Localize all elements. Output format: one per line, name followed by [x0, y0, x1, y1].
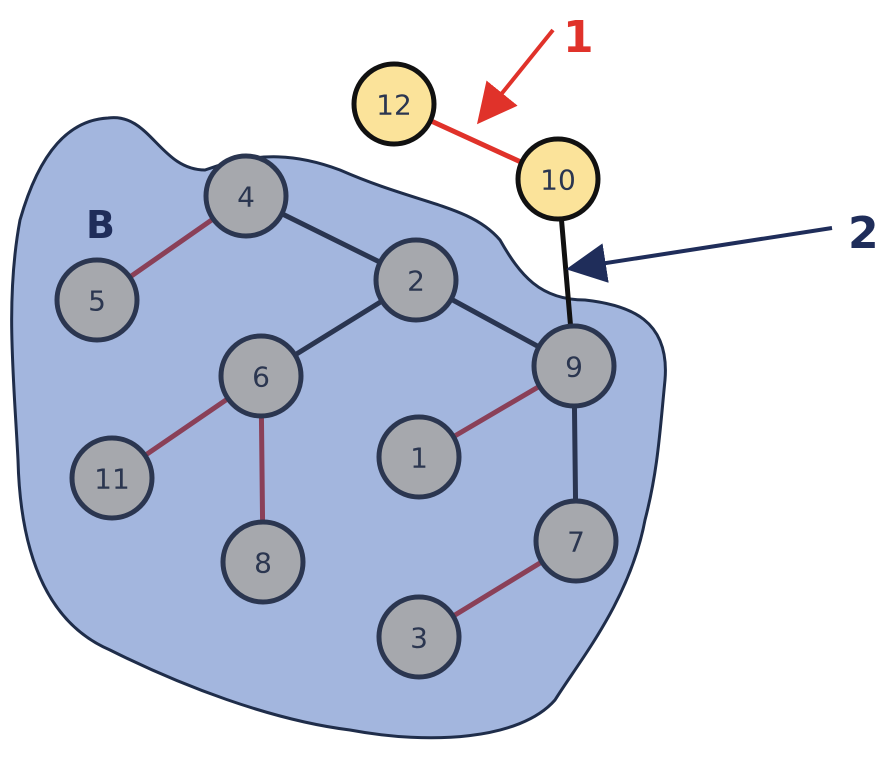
node-1: 1 — [376, 414, 462, 500]
node-circle-6 — [218, 333, 304, 419]
callout-1-label: 1 — [563, 12, 594, 63]
node-11: 11 — [69, 435, 155, 521]
region-label: B — [86, 203, 115, 247]
node-label-1: 1 — [410, 442, 428, 475]
node-label-10: 10 — [540, 164, 576, 197]
node-label-4: 4 — [237, 181, 255, 214]
node-circle-9 — [531, 323, 617, 409]
node-4: 4 — [203, 153, 289, 239]
node-circle-3 — [376, 594, 462, 680]
node-circle-2 — [373, 237, 459, 323]
callout-2-arrow — [566, 226, 833, 283]
node-circle-4 — [203, 153, 289, 239]
node-label-6: 6 — [252, 361, 270, 394]
node-circle-5 — [54, 257, 140, 343]
node-label-11: 11 — [94, 463, 130, 496]
node-circle-8 — [220, 519, 306, 605]
node-label-7: 7 — [567, 526, 585, 559]
node-3: 3 — [376, 594, 462, 680]
node-circle-7 — [533, 498, 619, 584]
node-label-12: 12 — [376, 89, 412, 122]
node-circle-10 — [515, 136, 601, 222]
node-circle-12 — [351, 61, 437, 147]
node-10: 10 — [515, 136, 601, 222]
node-circle-1 — [376, 414, 462, 500]
node-label-2: 2 — [407, 265, 425, 298]
node-label-3: 3 — [410, 622, 428, 655]
callout-1-arrow — [476, 28, 555, 125]
node-6: 6 — [218, 333, 304, 419]
node-8: 8 — [220, 519, 306, 605]
region-b-shape — [10, 116, 667, 740]
node-2: 2 — [373, 237, 459, 323]
node-label-5: 5 — [88, 285, 106, 318]
node-9: 9 — [531, 323, 617, 409]
node-12: 12 — [351, 61, 437, 147]
callout-2-label: 2 — [848, 208, 879, 259]
node-7: 7 — [533, 498, 619, 584]
node-5: 5 — [54, 257, 140, 343]
node-circle-11 — [69, 435, 155, 521]
node-label-9: 9 — [565, 351, 583, 384]
node-label-8: 8 — [254, 547, 272, 580]
